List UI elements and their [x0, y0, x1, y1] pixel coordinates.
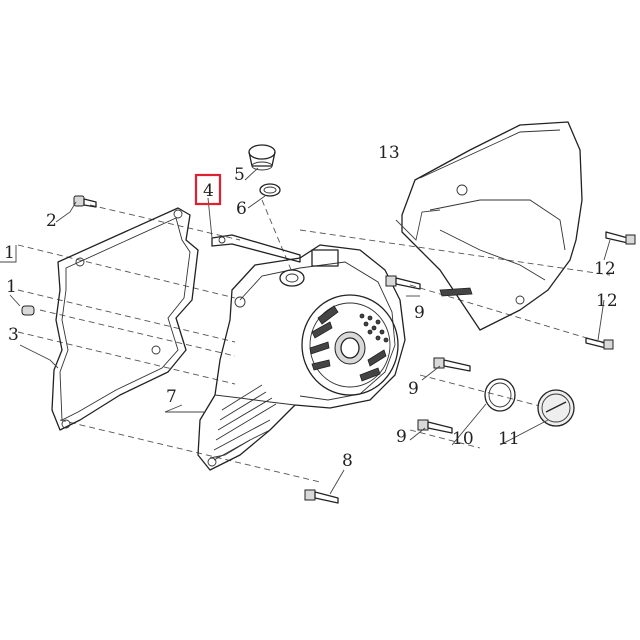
assembly-axis-lines [17, 199, 611, 483]
bolt-part-9c [417, 419, 453, 434]
oring-part-6 [259, 183, 281, 197]
callout-1-upper: 1 [4, 243, 15, 263]
bolt-part-12b [585, 337, 614, 350]
callout-1-lower: 1 [6, 277, 17, 297]
bolt-part-12a [605, 231, 636, 245]
callout-11: 11 [498, 429, 520, 449]
bolt-part-9a [385, 275, 421, 290]
callout-9-upper: 9 [414, 303, 425, 323]
callout-12-upper: 12 [594, 259, 616, 279]
dowel-part-1 [21, 305, 35, 316]
callout-labels: 1 1 2 3 4 5 6 7 8 9 9 9 10 11 12 12 13 [4, 143, 618, 471]
cover-part [197, 244, 406, 471]
callout-9-lower: 9 [396, 427, 407, 447]
cover-ribs [213, 384, 277, 461]
callout-12-lower: 12 [596, 291, 618, 311]
callout-7: 7 [166, 387, 177, 407]
cap-part [537, 389, 575, 427]
cover-vent-pattern [309, 305, 389, 382]
callout-3: 3 [8, 325, 19, 345]
plug-part [248, 144, 276, 171]
callout-13: 13 [378, 143, 400, 163]
leader-lines [0, 167, 611, 495]
oring-part-10 [484, 378, 516, 412]
callout-2: 2 [46, 211, 57, 231]
callout-6: 6 [236, 199, 247, 219]
gasket-part [51, 207, 199, 431]
callout-5: 5 [234, 165, 245, 185]
shroud-part [401, 121, 583, 331]
callout-4: 4 [203, 181, 214, 201]
callout-10: 10 [452, 429, 474, 449]
callout-8: 8 [342, 451, 353, 471]
bolt-part-2 [73, 195, 97, 208]
callout-9-middle: 9 [408, 379, 419, 399]
bolt-part-9b [433, 357, 471, 372]
bracket-part [211, 234, 301, 263]
callout-4-highlight-box [194, 173, 222, 206]
bolt-part-8 [304, 489, 339, 504]
